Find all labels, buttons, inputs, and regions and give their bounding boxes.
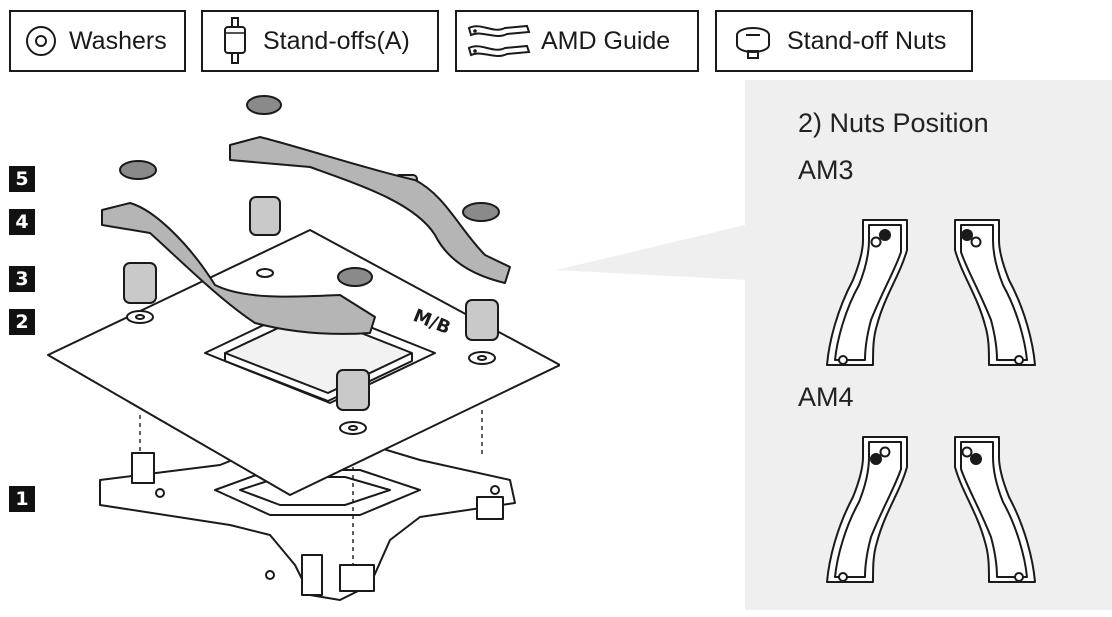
standoff-nuts bbox=[119, 95, 500, 287]
nuts-position-panel bbox=[745, 80, 1112, 610]
backplate bbox=[99, 444, 516, 601]
standoff-nuts-label: Stand-off Nuts bbox=[787, 26, 947, 55]
amd-guide-brackets bbox=[101, 136, 511, 335]
am4-left-bracket bbox=[826, 436, 908, 583]
washer-icon bbox=[26, 26, 56, 56]
board-washers bbox=[126, 268, 496, 435]
am3-label: AM3 bbox=[798, 155, 854, 185]
panel-title: 2) Nuts Position bbox=[798, 108, 989, 138]
amd-guide-part-box: AMD Guide bbox=[455, 10, 699, 72]
standoff-nuts-part-box: Stand-off Nuts bbox=[715, 10, 973, 72]
standoff-icon bbox=[224, 17, 246, 64]
standoff-nut-icon bbox=[736, 27, 770, 59]
step-4-badge: 4 bbox=[9, 209, 35, 235]
am4-right-bracket bbox=[954, 436, 1036, 583]
standoffs-part-box: Stand-offs(A) bbox=[201, 10, 439, 72]
washers-part-box: Washers bbox=[9, 10, 186, 72]
bracket-illustrations bbox=[826, 219, 1036, 583]
amd-guide-icon bbox=[467, 24, 531, 57]
step-3-badge: 3 bbox=[9, 266, 35, 292]
assembly-diagram: M/B bbox=[47, 95, 560, 601]
washers-label: Washers bbox=[69, 26, 167, 55]
amd-guide-label: AMD Guide bbox=[541, 26, 671, 55]
am3-right-bracket bbox=[954, 219, 1036, 366]
standoffs-label: Stand-offs(A) bbox=[263, 26, 410, 55]
step-2-badge: 2 bbox=[9, 309, 35, 335]
step-1-badge: 1 bbox=[9, 486, 35, 512]
step-5-badge: 5 bbox=[9, 166, 35, 192]
am3-left-bracket bbox=[826, 219, 908, 366]
am4-label: AM4 bbox=[798, 382, 854, 412]
